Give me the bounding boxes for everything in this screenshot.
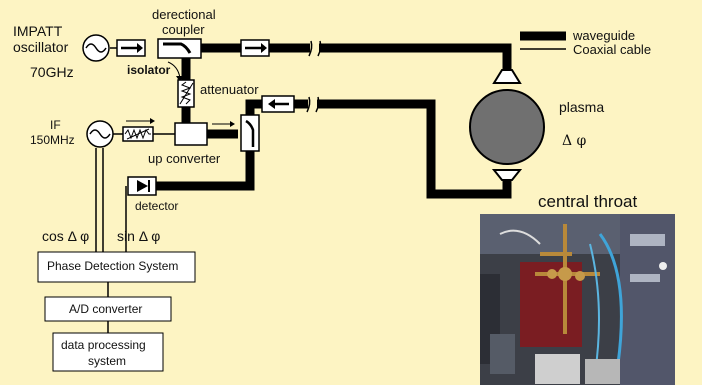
impatt-frequency: 70GHz (30, 65, 74, 80)
coupler-label-line1: derectional (152, 8, 216, 22)
plasma-circle (470, 90, 544, 164)
legend-coax-label: Coaxial cable (573, 43, 651, 57)
coupler-label-line2: coupler (162, 23, 205, 37)
detector-label: detector (135, 200, 178, 213)
vertical-coupler (241, 115, 259, 151)
if-label-line1: IF (50, 119, 61, 132)
data-processing-label-line2: system (88, 355, 126, 368)
if-source-symbol (87, 121, 113, 147)
detector-symbol (128, 177, 156, 195)
central-throat-photo (480, 214, 675, 385)
up-converter-box (175, 123, 207, 145)
central-throat-label: central throat (538, 193, 637, 211)
phase-detection-label: Phase Detection System (47, 260, 178, 273)
lower-horn (494, 170, 520, 180)
impatt-label-line2: oscillator (13, 40, 68, 55)
photo-illustration (480, 214, 675, 385)
data-processing-label-line1: data processing (61, 339, 146, 352)
directional-coupler (158, 39, 201, 58)
waveguide-paths (156, 48, 507, 194)
isolator-label: isolator (127, 64, 170, 77)
isolator-1 (117, 40, 145, 56)
upper-horn (494, 70, 520, 83)
impatt-label-line1: IMPATT (13, 24, 62, 39)
attenuator-horizontal (123, 127, 153, 141)
isolator-3 (262, 96, 294, 112)
sin-phase-label: sin Δ φ (117, 229, 160, 244)
plasma-phase-label: Δ φ (562, 134, 586, 149)
up-converter-label: up converter (148, 152, 220, 166)
impatt-oscillator-symbol (83, 35, 109, 61)
cos-phase-label: cos Δ φ (42, 229, 89, 244)
legend-waveguide-label: waveguide (573, 29, 635, 43)
if-label-line2: 150MHz (30, 134, 75, 147)
isolator-2 (241, 40, 269, 56)
ad-converter-label: A/D converter (69, 303, 142, 316)
attenuator-label: attenuator (200, 83, 259, 97)
plasma-label: plasma (559, 100, 604, 115)
attenuator-vertical (178, 80, 194, 107)
